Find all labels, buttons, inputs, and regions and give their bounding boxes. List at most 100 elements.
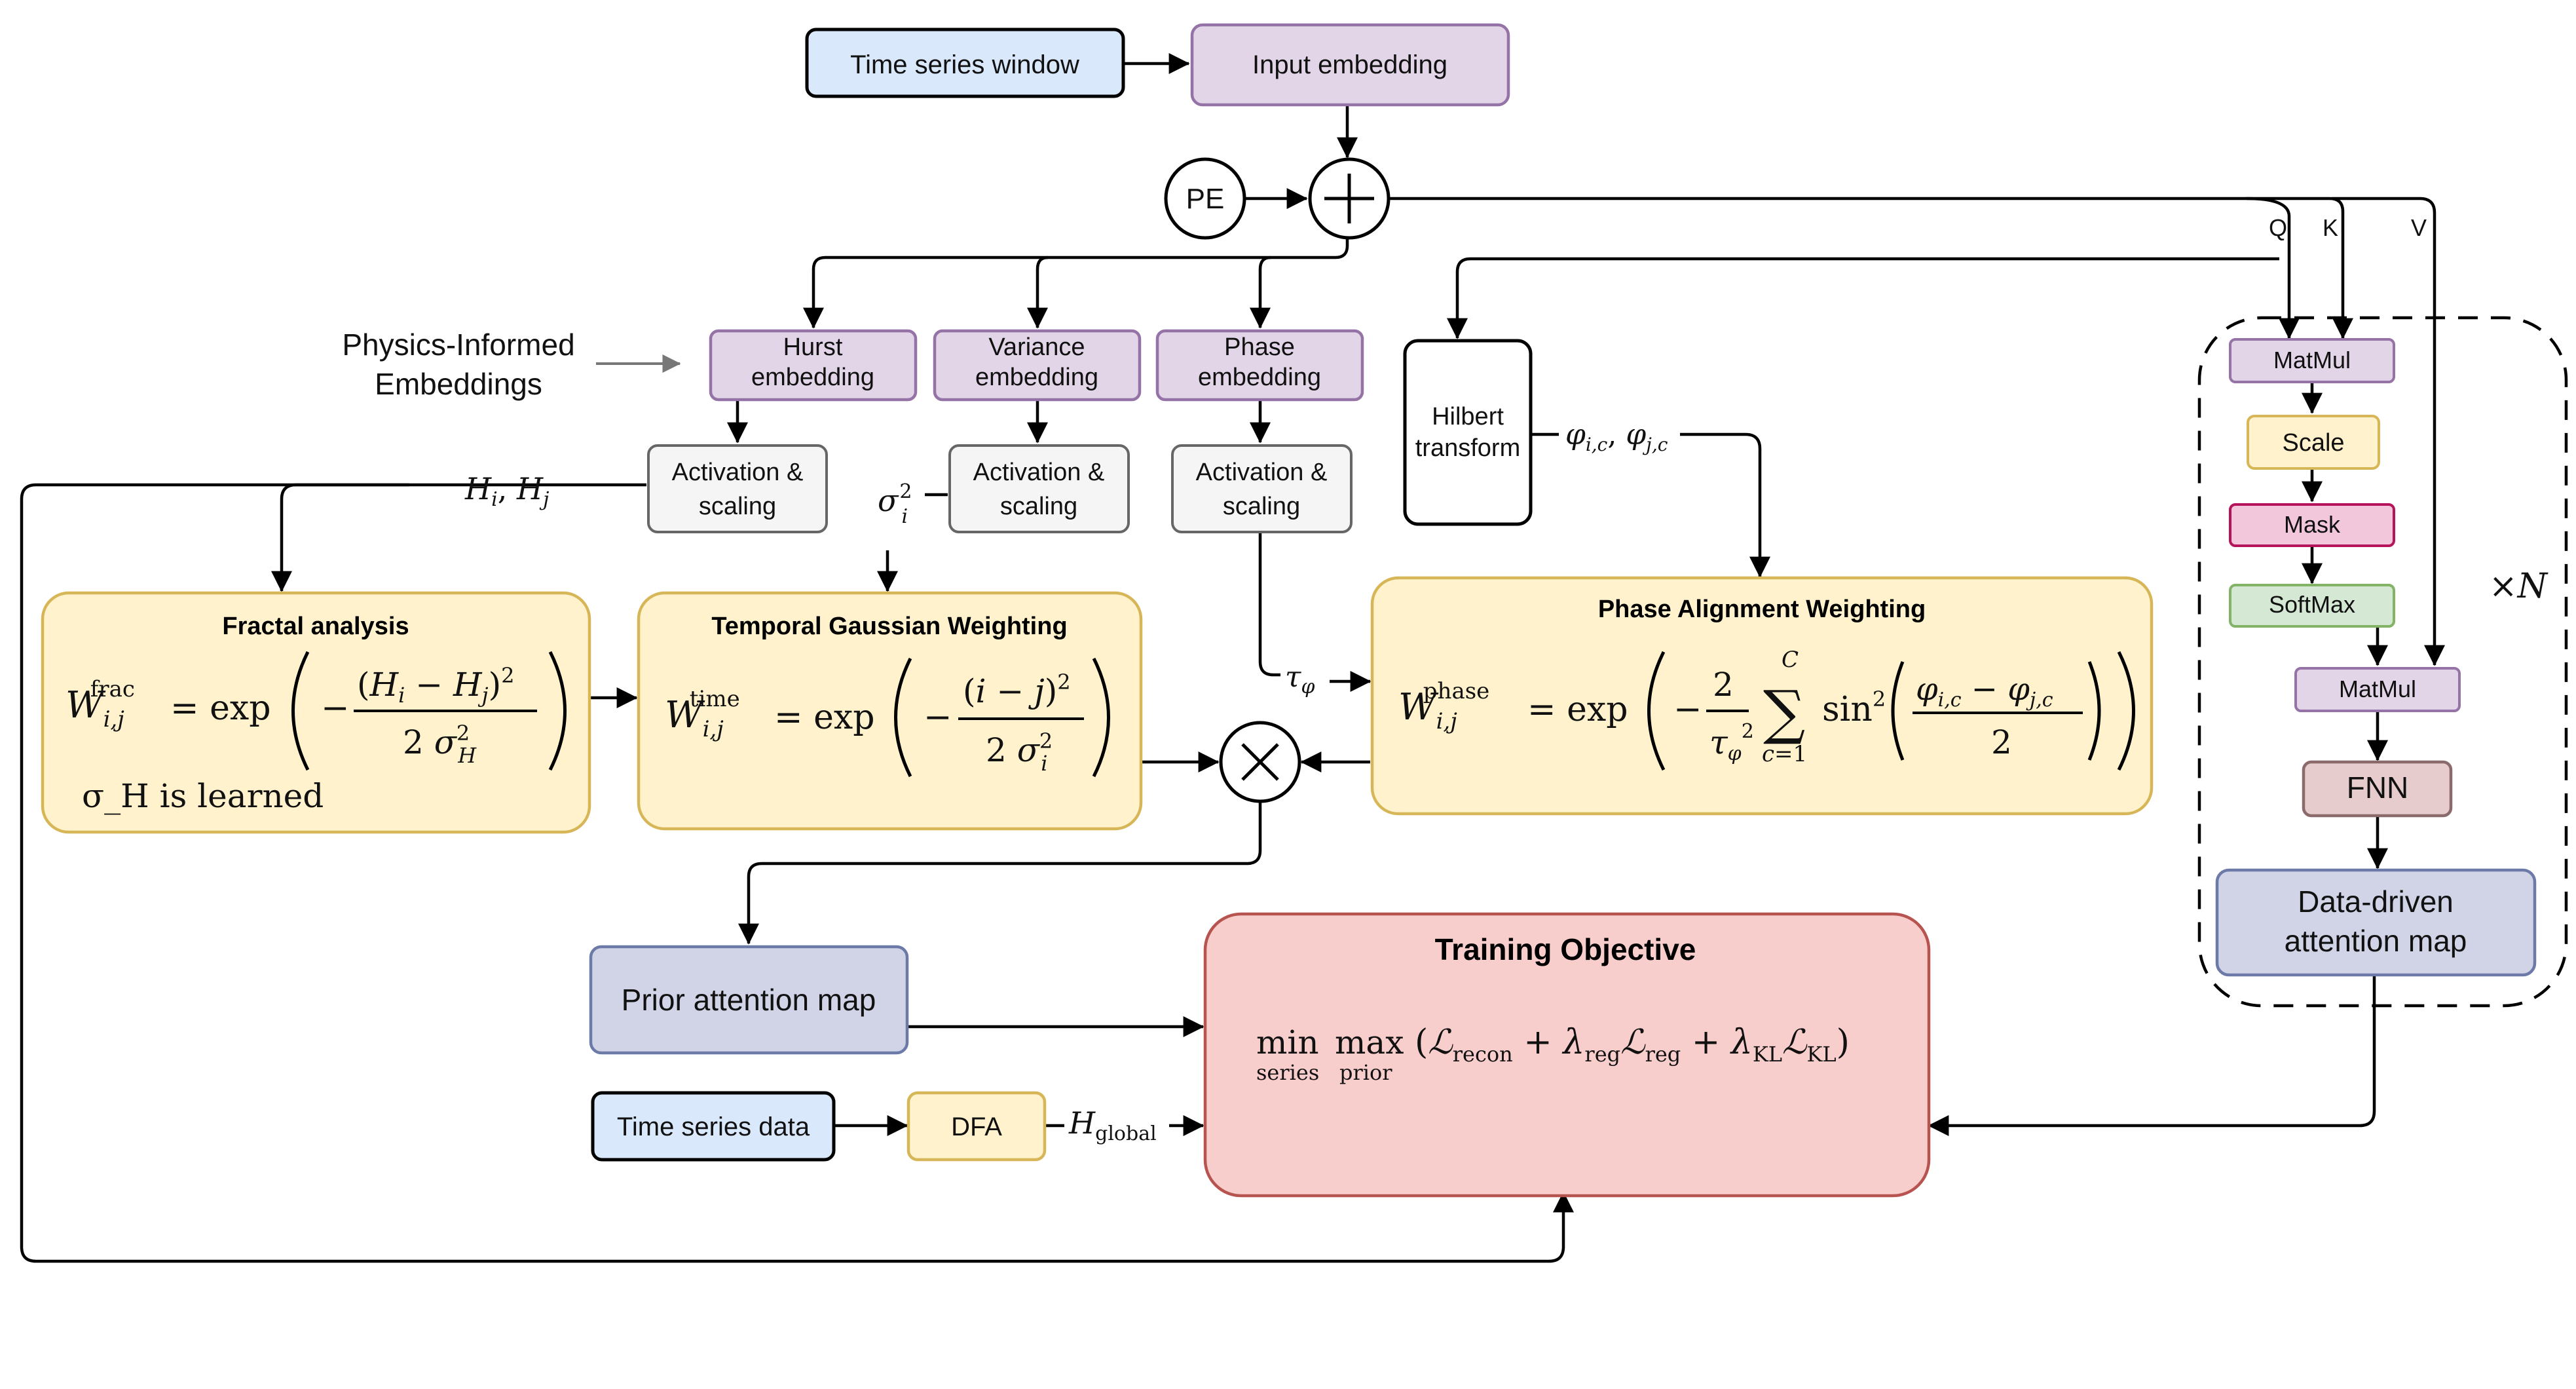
svg-text:−: −	[321, 689, 350, 728]
svg-text:(i − j)2: (i − j)2	[963, 670, 1071, 710]
add-operator-node[interactable]	[1308, 157, 1391, 240]
data-driven-map-node[interactable]: Data-driven attention map	[2215, 868, 2537, 977]
phase-align-title: Phase Alignment Weighting	[1598, 596, 1926, 623]
pe-node[interactable]: PE	[1164, 157, 1246, 240]
variance-line2: embedding	[975, 364, 1098, 391]
physics-label-line2: Embeddings	[375, 367, 542, 401]
edge-phase-act-to-tau	[1258, 531, 1280, 677]
phase-alignment-node[interactable]: Phase Alignment Weighting Wi,jphase = ex…	[1370, 576, 2154, 816]
fractal-analysis-node[interactable]: Fractal analysis Wi,jfrac = exp − (Hi − …	[41, 591, 591, 834]
svg-text:2: 2	[1991, 723, 2012, 761]
times-n-label: ×N	[2489, 567, 2548, 606]
svg-text:min: min	[1256, 1023, 1319, 1061]
phase-act-line2: scaling	[1223, 493, 1300, 520]
edge-plus-to-variance	[1027, 256, 1049, 329]
input-embedding-node[interactable]: Input embedding	[1190, 23, 1510, 107]
variance-activation-node[interactable]: Activation & scaling	[948, 444, 1130, 533]
data-driven-line1: Data-driven	[2298, 885, 2454, 919]
fnn-node[interactable]: FNN	[2302, 760, 2453, 818]
softmax-node[interactable]: SoftMax	[2229, 584, 2395, 628]
plus-icon	[1324, 174, 1374, 223]
v-label: V	[2411, 214, 2427, 241]
edge-plus-to-hurst	[803, 239, 1349, 329]
edge-hurst-to-objective	[20, 483, 1574, 1263]
phase-act-line1: Activation &	[1196, 459, 1328, 486]
svg-text:2 σ2i: 2 σ2i	[986, 729, 1053, 776]
edge-to-q	[2246, 197, 2300, 339]
q-label: Q	[2269, 214, 2287, 241]
svg-text:= exp: = exp	[774, 698, 875, 737]
edge-phi-to-phase-align	[1680, 432, 1770, 578]
hurst-act-line1: Activation &	[672, 459, 804, 486]
svg-text:2 σ2H: 2 σ2H	[403, 721, 477, 768]
mask-label: Mask	[2284, 511, 2341, 538]
edges	[20, 53, 2445, 1263]
fractal-title: Fractal analysis	[222, 613, 409, 640]
phase-line2: embedding	[1198, 364, 1321, 391]
data-driven-line2: attention map	[2285, 924, 2467, 958]
matmul-bottom-node[interactable]: MatMul	[2294, 667, 2461, 712]
matmul-bottom-label: MatMul	[2339, 675, 2416, 702]
prior-attention-map-node[interactable]: Prior attention map	[589, 945, 909, 1055]
svg-text:−: −	[924, 698, 952, 737]
input-embedding-label: Input embedding	[1252, 50, 1447, 79]
scale-node[interactable]: Scale	[2247, 415, 2380, 470]
dfa-node[interactable]: DFA	[906, 1091, 1047, 1162]
svg-text:prior: prior	[1339, 1060, 1392, 1085]
prior-map-label: Prior attention map	[622, 983, 876, 1017]
phase-activation-node[interactable]: Activation & scaling	[1171, 444, 1353, 533]
ts-data-label: Time series data	[617, 1113, 810, 1141]
tau-phi-label: τφ	[1285, 660, 1315, 698]
variance-act-line1: Activation &	[973, 459, 1105, 486]
variance-embedding-node[interactable]: Variance embedding	[933, 329, 1142, 402]
svg-text:−: −	[1673, 690, 1702, 729]
svg-text:φi,c − φj,c: φi,c − φj,c	[1916, 671, 2053, 712]
svg-text:∑: ∑	[1763, 678, 1805, 747]
hurst-embedding-node[interactable]: Hurst embedding	[709, 329, 918, 402]
h-ij-label: Hi, Hj	[464, 471, 549, 511]
hilbert-line2: transform	[1415, 434, 1520, 462]
svg-text:(Hi − Hj)2: (Hi − Hj)2	[357, 663, 514, 708]
svg-text:= exp: = exp	[170, 689, 271, 728]
time-series-window-label: Time series window	[850, 50, 1079, 79]
svg-text:series: series	[1256, 1060, 1319, 1085]
edge-plus-to-phase	[1250, 256, 1271, 329]
phase-embedding-node[interactable]: Phase embedding	[1155, 329, 1364, 402]
hilbert-line1: Hilbert	[1432, 403, 1504, 430]
scale-label: Scale	[2282, 429, 2344, 457]
edge-plus-to-v	[2332, 197, 2445, 666]
matmul-top-label: MatMul	[2273, 347, 2351, 373]
fractal-note: σ_H is learned	[82, 777, 324, 815]
svg-text:2: 2	[1713, 666, 1734, 704]
svg-text:C: C	[1782, 647, 1799, 673]
hurst-line1: Hurst	[783, 333, 843, 361]
k-label: K	[2323, 214, 2338, 241]
variance-line1: Variance	[988, 333, 1085, 361]
edge-times-to-prior	[738, 803, 1262, 945]
phase-formula: Wi,jphase = exp − 2 τφ2 C ∑ c=1 sin2 φi,…	[1398, 647, 2135, 771]
pe-label: PE	[1186, 183, 1225, 215]
mask-node[interactable]: Mask	[2229, 503, 2395, 547]
training-objective-node[interactable]: Training Objective min series max prior …	[1203, 912, 1931, 1198]
physics-label-line1: Physics-Informed	[342, 328, 574, 362]
times-icon	[1241, 743, 1279, 781]
fnn-label: FNN	[2347, 771, 2409, 805]
svg-text:max: max	[1335, 1023, 1404, 1061]
training-title: Training Objective	[1435, 932, 1696, 966]
time-series-window-node[interactable]: Time series window	[805, 28, 1125, 98]
multiply-operator-node[interactable]	[1219, 721, 1301, 803]
hurst-activation-node[interactable]: Activation & scaling	[647, 444, 828, 533]
svg-text:= exp: = exp	[1527, 690, 1628, 729]
encoder-block-group	[2197, 316, 2568, 1008]
hurst-act-line2: scaling	[699, 493, 776, 520]
temporal-gaussian-node[interactable]: Temporal Gaussian Weighting Wi,jtime = e…	[637, 591, 1143, 831]
time-series-data-node[interactable]: Time series data	[591, 1091, 836, 1162]
svg-text:c=1: c=1	[1762, 741, 1807, 767]
matmul-top-node[interactable]: MatMul	[2229, 338, 2395, 383]
hilbert-transform-node[interactable]: Hilbert transform	[1403, 339, 1533, 526]
variance-act-line2: scaling	[1000, 493, 1077, 520]
physics-informed-label: Physics-Informed Embeddings	[342, 328, 574, 401]
phase-line1: Phase	[1224, 333, 1295, 361]
